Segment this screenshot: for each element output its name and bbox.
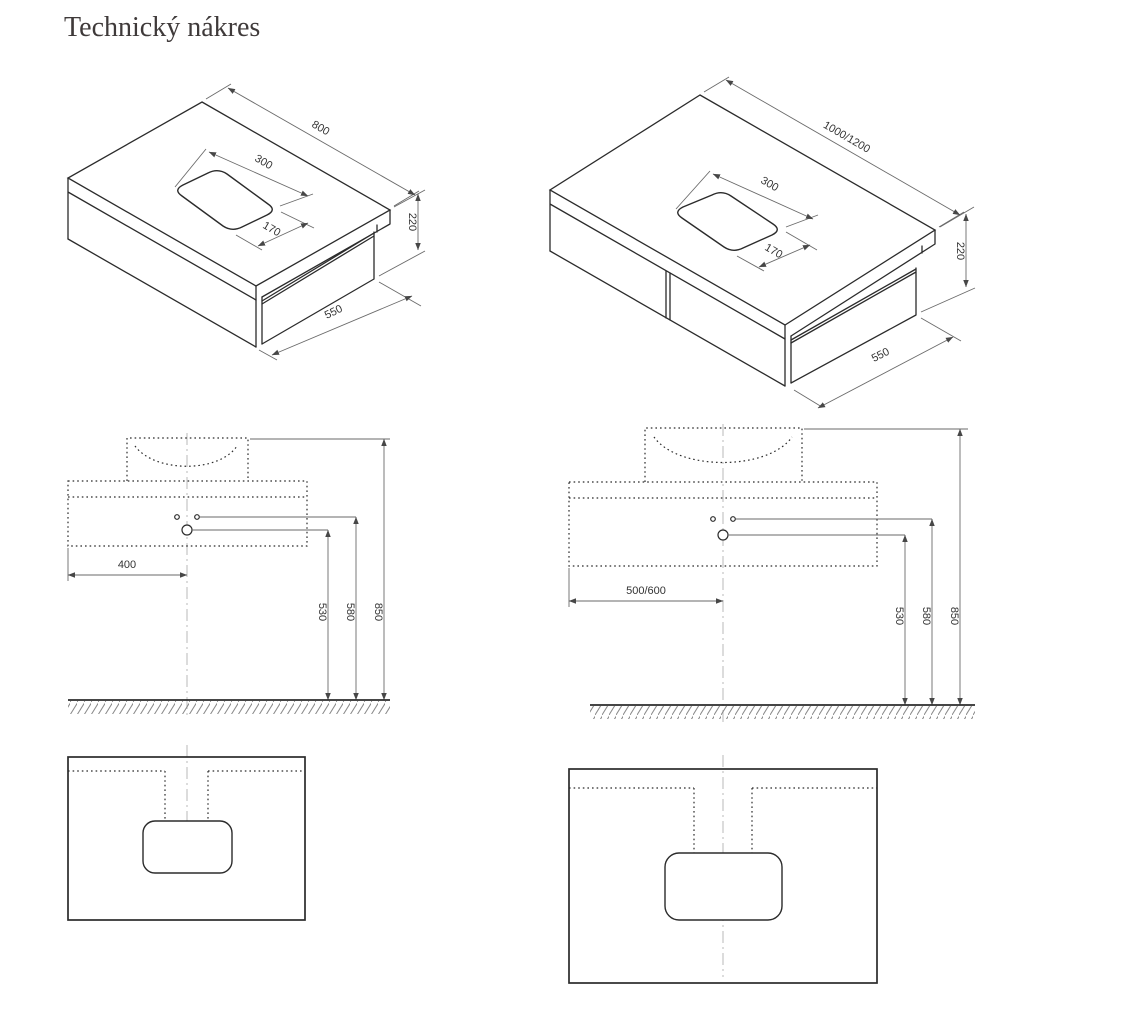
countertop-edges <box>549 189 936 340</box>
supply-hole-right <box>194 514 200 520</box>
dim-label-width: 800 <box>310 119 332 139</box>
dim-label-width: 1000/1200 <box>821 119 872 155</box>
cabinet-front-face <box>549 250 786 387</box>
reference-lines <box>568 428 968 607</box>
iso-view-1000-1200: 1000/1200 300 170 220 <box>548 76 976 409</box>
floor-hatching <box>68 701 390 714</box>
front-corner-edge <box>255 296 263 348</box>
front-corner-edge <box>784 335 792 387</box>
supply-hole-right <box>730 516 736 522</box>
washbasin-outline <box>126 437 249 481</box>
dim-label-depth: 550 <box>870 346 892 365</box>
cabinet-outline <box>568 481 878 567</box>
dim-label-580: 580 <box>344 603 356 621</box>
drain-hole <box>181 524 193 536</box>
dim-label-500-600: 500/600 <box>626 585 666 597</box>
dim-depth-550: 550 <box>793 317 962 409</box>
dim-label-depth: 550 <box>323 303 345 322</box>
cabinet-outline <box>67 480 308 547</box>
dim-height-220: 220 <box>378 189 426 277</box>
tap-channel-hidden-lines <box>693 788 753 853</box>
dim-label-850: 850 <box>372 603 384 621</box>
supply-hole-left <box>710 516 716 522</box>
dim-label-530: 530 <box>893 607 905 625</box>
front-view-1000-1200: 530 580 850 500/600 <box>568 424 975 722</box>
dim-label-height: 220 <box>954 242 966 260</box>
drain-hole <box>717 529 729 541</box>
page-title: Technický nákres <box>64 12 261 43</box>
reference-lines <box>67 438 390 581</box>
dim-label-850: 850 <box>948 607 960 625</box>
dim-depth-550: 550 <box>258 281 422 361</box>
floor-hatching <box>590 706 975 719</box>
cabinet-front-face <box>67 238 257 348</box>
basin-cutout <box>664 852 783 921</box>
washbasin-bowl-curve <box>134 445 238 467</box>
dim-label-580: 580 <box>920 607 932 625</box>
cabinet-side-face <box>790 267 917 384</box>
plan-view-800 <box>67 745 306 921</box>
plan-view-1000-1200 <box>568 755 878 984</box>
dim-label-400: 400 <box>118 559 136 571</box>
dim-label-530: 530 <box>316 603 328 621</box>
cabinet-side-face <box>261 231 375 345</box>
tap-channel-hidden-lines <box>164 771 209 819</box>
front-view-800: 530 580 850 400 <box>67 433 390 718</box>
supply-hole-left <box>174 514 180 520</box>
countertop-edges <box>67 177 391 301</box>
basin-cutout <box>142 820 233 874</box>
countertop-outline <box>568 768 878 984</box>
dim-height-220: 220 <box>920 206 976 313</box>
countertop-outline <box>67 756 306 921</box>
iso-view-800: 800 300 170 220 <box>66 83 426 361</box>
drawer-divider <box>665 270 671 321</box>
dim-label-height: 220 <box>406 213 418 231</box>
